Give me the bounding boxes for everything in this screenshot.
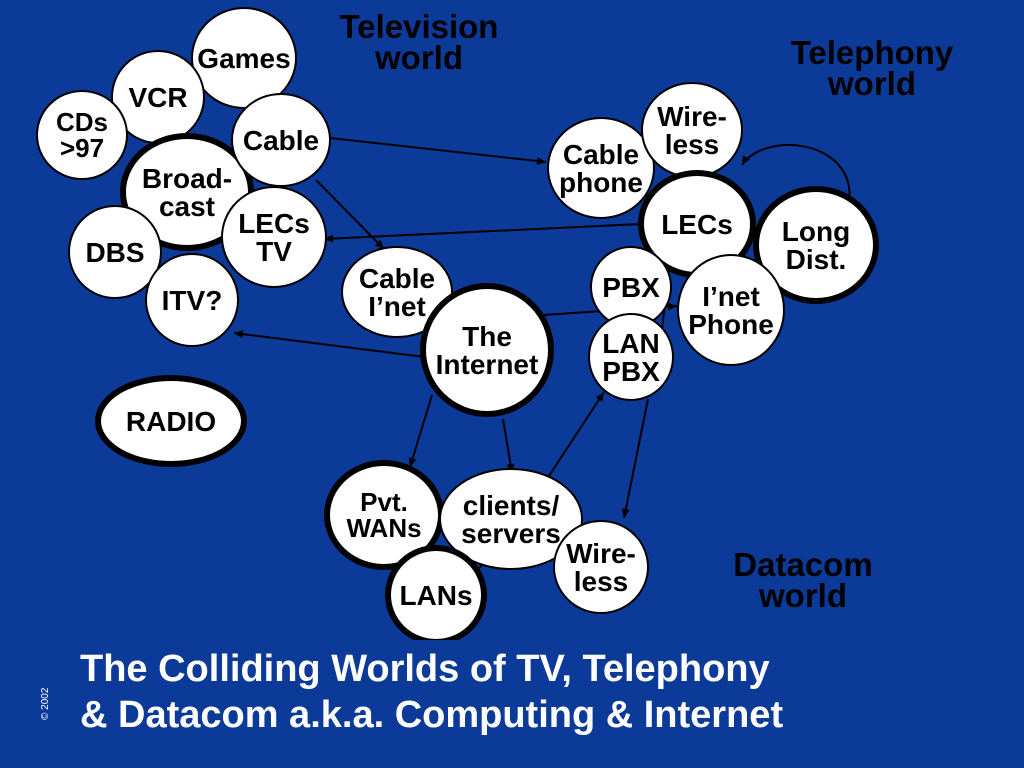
node-wireless-data-label-2: less — [574, 566, 629, 597]
node-pbx: PBX — [590, 246, 672, 328]
node-clients-servers-shape — [439, 468, 583, 570]
node-pvt-wans-label-1: Pvt. — [360, 487, 408, 517]
node-lecs-tv-shape — [221, 186, 327, 288]
node-itv-label-1: ITV? — [162, 285, 223, 316]
node-clients-servers-label-2: servers — [461, 518, 561, 549]
node-games: Games — [191, 7, 297, 109]
region-datacom-label-1: Datacom — [733, 546, 872, 583]
node-long-dist-label-2: Dist. — [786, 244, 847, 275]
edge-the-internet-to-clients-servers — [502, 418, 515, 474]
node-lans: LANs — [385, 545, 487, 640]
node-vcr: VCR — [111, 50, 205, 144]
edge-cable-to-cable-phone — [329, 137, 547, 165]
node-radio: RADIO — [95, 375, 247, 467]
node-clients-servers-label-1: clients/ — [463, 490, 560, 521]
edge-the-internet-to-pvt-wans — [408, 394, 433, 468]
node-cable-phone-shape — [547, 117, 655, 219]
edge-lecs-to-lecs-tv — [323, 223, 643, 243]
node-pbx-label-1: PBX — [602, 272, 660, 303]
node-dbs-shape — [68, 205, 162, 299]
node-cable-phone-label-1: Cable — [563, 139, 639, 170]
node-radio-shape — [95, 375, 247, 467]
edge-clients-servers-to-lan-pbx — [546, 391, 605, 480]
node-dbs-label-1: DBS — [85, 237, 144, 268]
node-wireless-data-label-1: Wire- — [566, 538, 636, 569]
edge-long-dist-to-wireless-tel — [741, 144, 851, 203]
nodes-layer: GamesVCRCDs>97Broad-castCableLECsTVDBSIT… — [36, 7, 879, 640]
node-lan-pbx-label-2: PBX — [602, 356, 660, 387]
node-lans-shape — [385, 545, 487, 640]
node-cable: Cable — [231, 93, 331, 187]
node-wireless-tel: Wire-less — [641, 82, 743, 178]
node-itv: ITV? — [145, 253, 239, 347]
node-dbs: DBS — [68, 205, 162, 299]
node-broadcast: Broad-cast — [120, 133, 254, 251]
node-vcr-label-1: VCR — [128, 82, 187, 113]
node-cds-shape — [36, 90, 128, 180]
node-the-internet-label-1: The — [462, 321, 512, 352]
node-lecs-label-1: LECs — [661, 209, 733, 240]
region-television-label-2: world — [374, 39, 463, 76]
node-lans-label-1: LANs — [399, 580, 472, 611]
node-the-internet-shape — [420, 283, 554, 417]
node-the-internet-label-2: Internet — [436, 349, 539, 380]
node-pvt-wans: Pvt.WANs — [324, 460, 444, 570]
node-radio-label-1: RADIO — [126, 406, 216, 437]
node-lecs-tv-label-2: TV — [256, 236, 292, 267]
node-broadcast-label-2: cast — [159, 191, 215, 222]
node-clients-servers: clients/servers — [439, 468, 583, 570]
region-telephony-label-1: Telephony — [791, 34, 954, 71]
edge-lan-pbx-to-wireless-data — [621, 398, 649, 519]
node-cds: CDs>97 — [36, 90, 128, 180]
node-itv-shape — [145, 253, 239, 347]
node-cable-shape — [231, 93, 331, 187]
title-line-2: & Datacom a.k.a. Computing & Internet — [80, 694, 784, 736]
node-wireless-data-shape — [553, 520, 649, 614]
copyright-notice: © 2002 — [40, 687, 51, 720]
node-pvt-wans-label-2: WANs — [346, 513, 421, 543]
node-wireless-data: Wire-less — [553, 520, 649, 614]
node-long-dist-shape — [753, 186, 879, 304]
node-wireless-tel-label-2: less — [665, 129, 720, 160]
node-lecs: LECs — [638, 170, 756, 278]
node-lan-pbx-label-1: LAN — [602, 328, 660, 359]
node-lan-pbx-shape — [588, 313, 674, 401]
node-cable-inet-label-2: I’net — [368, 291, 426, 322]
slide-title: The Colliding Worlds of TV, Telephony & … — [80, 646, 980, 738]
colliding-worlds-diagram: GamesVCRCDs>97Broad-castCableLECsTVDBSIT… — [36, 7, 954, 640]
node-wireless-tel-label-1: Wire- — [657, 101, 727, 132]
node-inet-phone-label-1: I’net — [702, 281, 760, 312]
node-cable-phone-label-2: phone — [559, 167, 643, 198]
edge-the-internet-to-itv — [233, 330, 426, 358]
node-cable-label-1: Cable — [243, 125, 319, 156]
node-games-shape — [191, 7, 297, 109]
node-broadcast-label-1: Broad- — [142, 163, 232, 194]
region-television-label-1: Television — [340, 8, 499, 45]
node-inet-phone-shape — [677, 254, 785, 366]
node-cable-inet-label-1: Cable — [359, 263, 435, 294]
node-long-dist-label-1: Long — [782, 216, 850, 247]
node-lecs-tv-label-1: LECs — [238, 208, 310, 239]
node-cds-label-1: CDs — [56, 107, 108, 137]
node-games-label-1: Games — [197, 43, 290, 74]
title-line-1: The Colliding Worlds of TV, Telephony — [80, 648, 770, 690]
region-telephony-label-2: world — [827, 65, 916, 102]
node-cable-inet-shape — [341, 246, 453, 338]
node-cds-label-2: >97 — [60, 133, 104, 163]
region-datacom-label-2: world — [758, 577, 847, 614]
node-inet-phone-label-2: Phone — [688, 309, 774, 340]
